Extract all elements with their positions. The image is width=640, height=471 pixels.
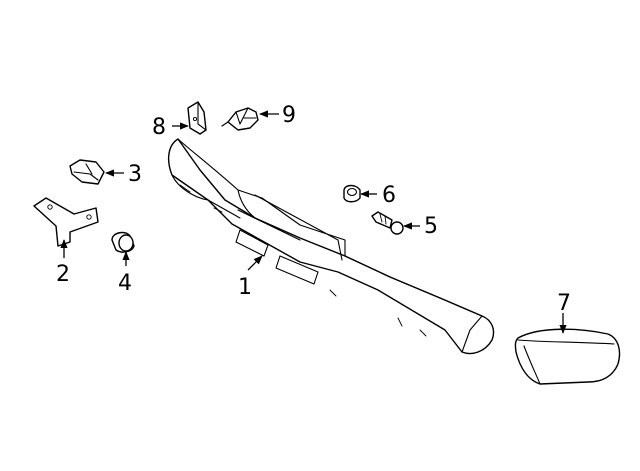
bumper-cover-part: [167, 138, 495, 355]
callout-7: 7: [557, 291, 571, 316]
callout-8: 8: [152, 115, 166, 140]
callout-2: 2: [56, 262, 70, 287]
end-cap-part: [514, 328, 621, 385]
leader-lines: [60, 110, 567, 334]
callout-9: 9: [282, 103, 296, 128]
push-retainer-part: [221, 107, 259, 131]
grommet-part: [111, 231, 135, 253]
nut-part: [343, 184, 361, 203]
callout-3: 3: [128, 162, 142, 187]
callout-1: 1: [238, 275, 252, 300]
support-bracket-part: [187, 101, 207, 135]
push-pin-part: [371, 211, 404, 235]
callout-labels: 1 2 3 4 5 6 7 8 9: [56, 103, 571, 316]
callout-5: 5: [424, 214, 438, 239]
bracket-part: [33, 197, 99, 247]
retainer-clip-part: [69, 159, 105, 185]
leader-1: [247, 255, 263, 271]
callout-4: 4: [118, 271, 132, 296]
callout-6: 6: [382, 183, 396, 208]
